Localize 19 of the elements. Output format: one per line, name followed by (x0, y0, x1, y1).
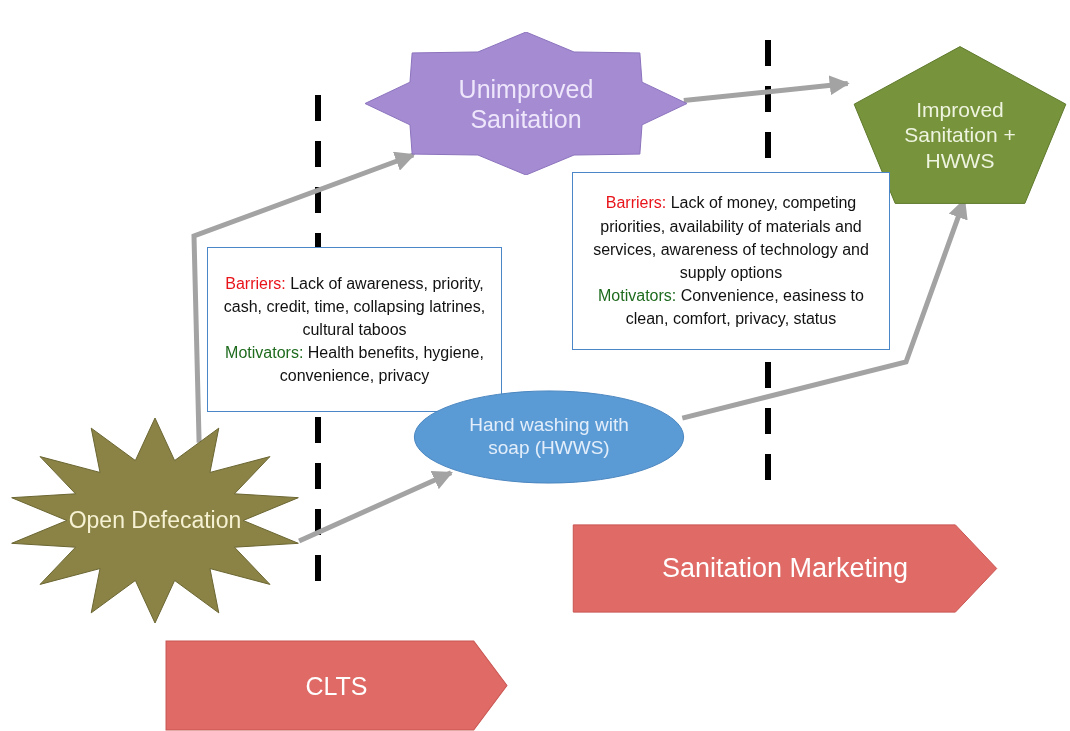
text-box (572, 172, 890, 350)
node-text: Barriers: Lack of money, competing priorities, availability of materials and services, awareness of technology and supply options (592, 193, 870, 283)
node-label: Unimproved Sanitation (457, 73, 595, 134)
node-label: CLTS (305, 670, 368, 701)
arrow (191, 151, 416, 443)
node-label: Sanitation Marketing (661, 552, 909, 585)
arrow (683, 75, 850, 104)
text-box (207, 247, 502, 412)
node-text: Motivators: Health benefits, hygiene, convenience, privacy (224, 343, 485, 387)
node-label: Open Defecation (68, 506, 242, 535)
ellipse-shape (413, 390, 685, 484)
node-label: Hand washing with soap (HWWS) (468, 414, 630, 460)
chevron-shape (572, 524, 998, 613)
node-label: Improved Sanitation + HWWS (903, 97, 1017, 173)
starburst-shape (365, 32, 687, 175)
node-text: Motivators: Convenience, easiness to clean, comfort, privacy, status (597, 286, 865, 330)
chevron-shape (165, 640, 508, 731)
arrow (298, 470, 453, 544)
node-text: Barriers: Lack of awareness, priority, cash, credit, time, collapsing latrines, cultural taboos (222, 273, 487, 340)
